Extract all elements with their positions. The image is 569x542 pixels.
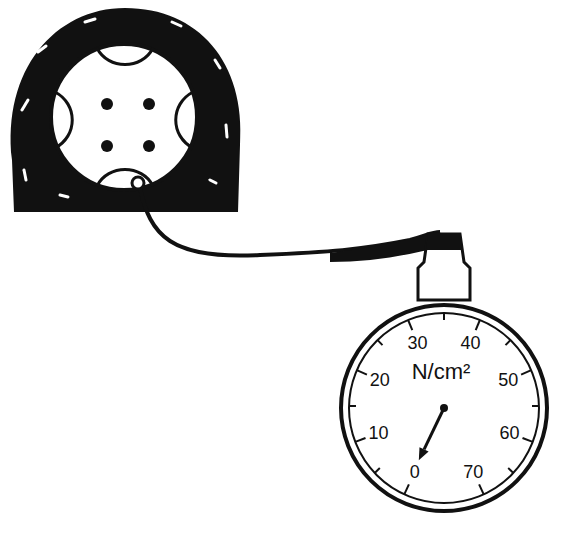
dial-tick [476, 320, 480, 330]
dial-tick [443, 313, 445, 320]
needle-head [419, 447, 429, 460]
dial-tick [349, 405, 356, 407]
gauge-collar [426, 234, 462, 250]
valve [132, 177, 144, 189]
scale-number: 60 [499, 424, 519, 442]
dial-ticks [349, 313, 539, 494]
scale-number: 70 [463, 463, 483, 481]
needle [424, 408, 444, 449]
scale-number: 30 [408, 334, 428, 352]
dial-tick [521, 370, 531, 374]
dial-tick [479, 484, 484, 494]
dial-tick [532, 405, 539, 407]
dial-tick [508, 468, 513, 473]
dial-tick [404, 484, 409, 494]
unit-label: N/cm² [412, 361, 471, 383]
gauge-neck [418, 234, 470, 300]
dial-tick [357, 370, 367, 374]
gauge-case [341, 305, 547, 511]
wheel-rim [51, 44, 197, 190]
scale-number: 10 [369, 424, 389, 442]
dial-tick [355, 438, 365, 442]
scale-number: 50 [498, 371, 518, 389]
dial-tick [506, 340, 511, 345]
scale-number: 20 [370, 371, 390, 389]
scale-number: 40 [460, 334, 480, 352]
gauge-dial [349, 313, 539, 503]
dial-tick [375, 468, 380, 473]
wheel-hub [55, 48, 193, 186]
tyre [11, 8, 241, 212]
dial-tick [378, 340, 383, 345]
dial-tick [523, 438, 533, 442]
scale-number: 0 [410, 463, 420, 481]
dial-tick [408, 320, 412, 330]
wheel-nuts [101, 98, 155, 152]
tyre-highlights [22, 19, 227, 197]
needle-pivot [440, 404, 448, 412]
